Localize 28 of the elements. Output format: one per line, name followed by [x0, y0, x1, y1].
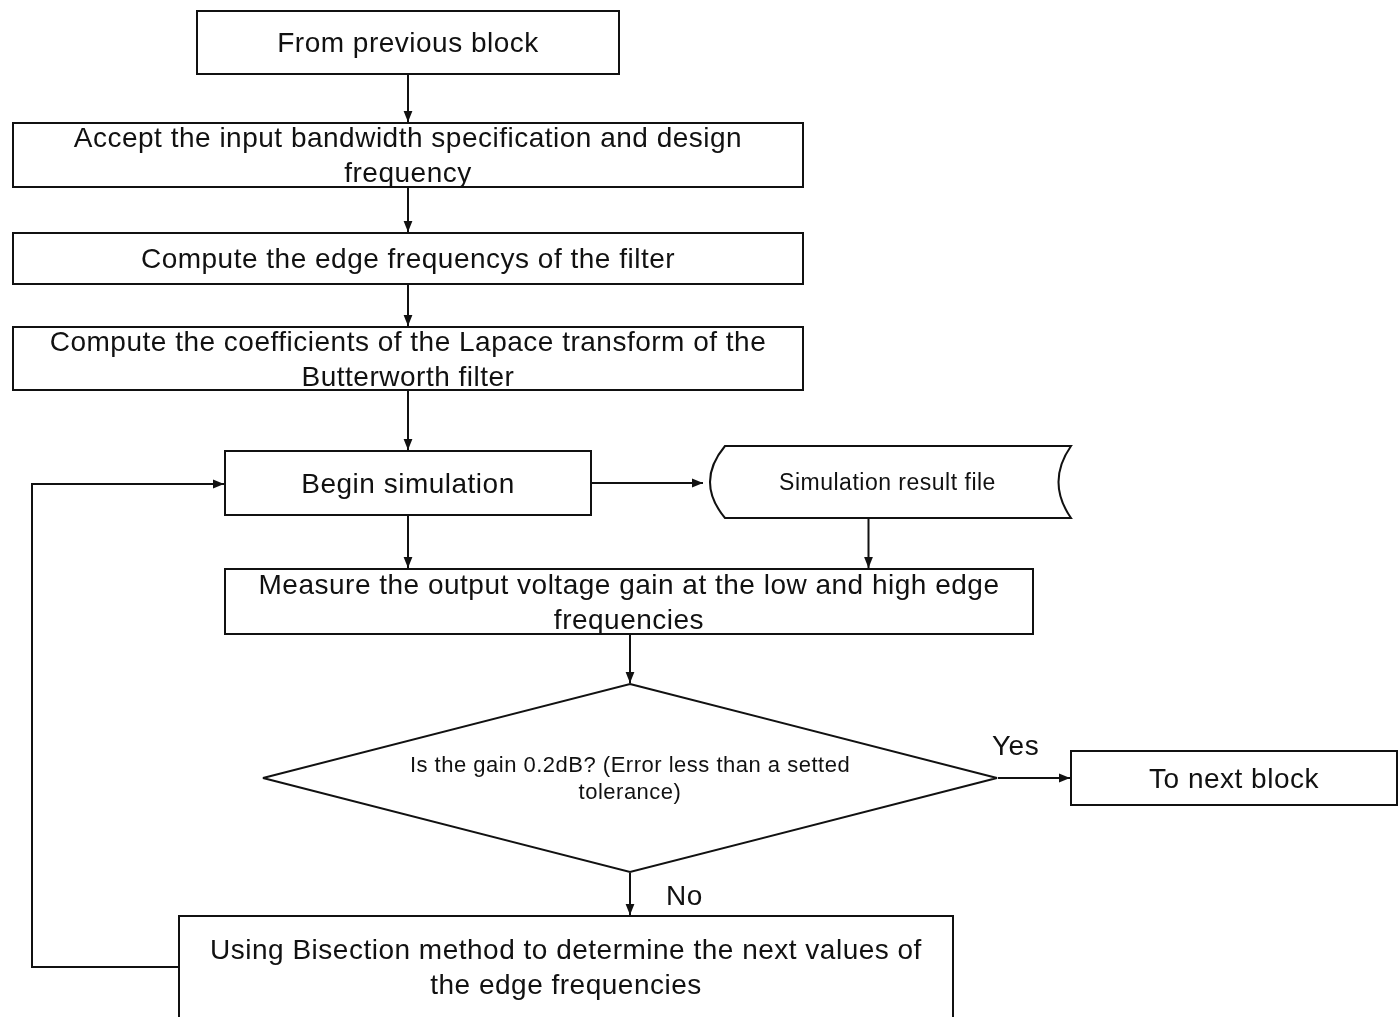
arrow — [31, 479, 225, 968]
node-text: Begin simulation — [300, 466, 516, 501]
arrow — [625, 634, 635, 684]
node-text: Simulation result file — [778, 467, 997, 497]
node-text: To next block — [1148, 761, 1320, 796]
node-text: Compute the coefficients of the Lapace transform of the Butterworth filter — [48, 324, 768, 394]
node-text: Compute the edge frequencys of the filter — [139, 242, 677, 276]
node-text: Measure the output voltage gain at the low and high edge frequencies — [257, 567, 1001, 637]
arrow — [997, 773, 1071, 783]
arrow — [403, 284, 413, 327]
node-text: Is the gain 0.2dB? (Error less than a setted tolerance) — [408, 750, 852, 806]
node-text: Using Bisection method to determine the next values of the edge frequencies — [209, 933, 923, 1002]
process-box — [196, 10, 620, 75]
arrow — [403, 390, 413, 451]
node-text: Accept the input bandwidth specification and design frequency — [72, 121, 744, 190]
process-box — [178, 915, 954, 1017]
process-box — [12, 326, 804, 391]
process-box — [1070, 750, 1398, 806]
arrow — [864, 518, 873, 569]
process-box — [12, 232, 804, 285]
process-box — [224, 450, 592, 516]
arrow — [591, 478, 704, 488]
node-text: From previous block — [276, 26, 540, 60]
process-box — [12, 122, 804, 188]
arrow — [403, 187, 413, 233]
arrow — [625, 872, 635, 916]
arrow — [403, 515, 413, 569]
arrow — [403, 74, 413, 123]
